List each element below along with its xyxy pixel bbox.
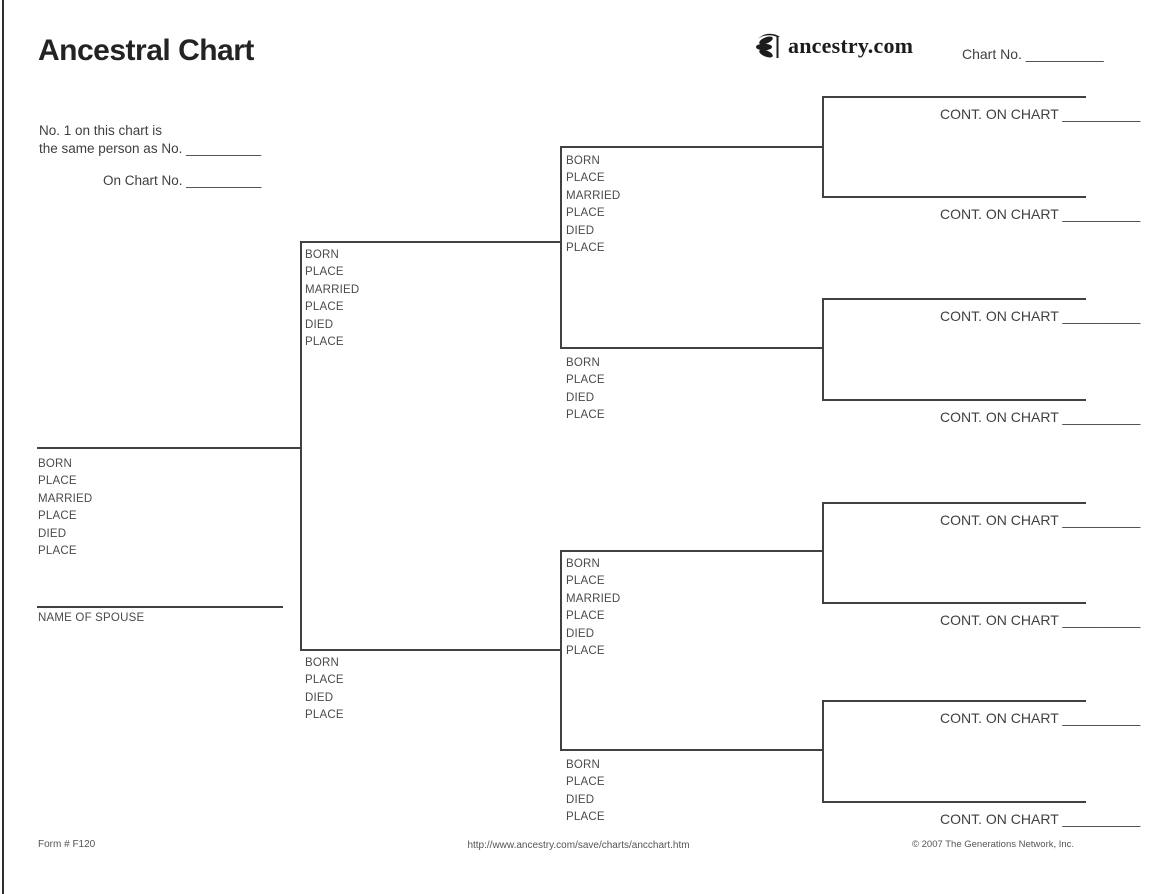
great-grandparent-line-5 [822, 502, 1086, 504]
page-border [2, 0, 4, 894]
page-title: Ancestral Chart [38, 34, 254, 67]
spouse-line [37, 606, 283, 608]
field-label: PLACE [566, 610, 605, 623]
great-grandparent-line-3 [822, 298, 1086, 300]
field-label: PLACE [38, 510, 77, 523]
mother-fields: BORN PLACE DIED PLACE [305, 655, 344, 725]
field-label: DIED [566, 793, 595, 806]
field-label: PLACE [305, 674, 344, 687]
gen4-bracket-3 [822, 502, 824, 603]
field-label: PLACE [305, 266, 344, 279]
ancestry-leaf-icon [753, 30, 785, 62]
gen4-bracket-4 [822, 700, 824, 802]
field-label: PLACE [566, 776, 605, 789]
field-label: PLACE [566, 242, 605, 255]
great-grandparent-line-6 [822, 602, 1086, 604]
paternal-grandmother-line [560, 347, 823, 349]
great-grandparent-line-7 [822, 700, 1086, 702]
gen3-bracket-maternal [560, 550, 562, 750]
cont-on-chart-4: CONT. ON CHART __________ [940, 409, 1141, 425]
person1-line [37, 447, 301, 449]
great-grandparent-line-1 [822, 96, 1086, 98]
chart-no-field: Chart No. __________ [962, 46, 1104, 62]
field-label: BORN [305, 249, 340, 261]
cont-on-chart-6: CONT. ON CHART __________ [940, 612, 1141, 628]
field-label: BORN [305, 657, 340, 669]
cont-on-chart-5: CONT. ON CHART __________ [940, 512, 1141, 528]
cont-on-chart-8: CONT. ON CHART __________ [940, 811, 1141, 827]
field-label: PLACE [566, 575, 605, 588]
maternal-grandfather-fields: BORN PLACE MARRIED PLACE DIED PLACE [566, 556, 620, 660]
field-label: BORN [566, 357, 601, 369]
gen3-bracket-paternal [560, 146, 562, 348]
ancestry-logo-text: ancestry.com [788, 33, 914, 58]
gen4-bracket-2 [822, 298, 824, 400]
great-grandparent-line-4 [822, 399, 1086, 401]
field-label: BORN [566, 759, 601, 771]
chart-note: No. 1 on this chart is the same person a… [39, 122, 261, 157]
field-label: PLACE [38, 545, 77, 558]
mother-line [300, 649, 561, 651]
great-grandparent-line-2 [822, 196, 1086, 198]
note-line-2: the same person as No. __________ [39, 140, 262, 156]
paternal-grandmother-fields: BORN PLACE DIED PLACE [566, 355, 605, 425]
great-grandparent-line-8 [822, 801, 1086, 803]
field-label: PLACE [566, 811, 605, 824]
field-label: PLACE [566, 207, 605, 220]
field-label: MARRIED [305, 283, 360, 296]
cont-on-chart-1: CONT. ON CHART __________ [940, 106, 1141, 122]
ancestry-logo: ancestry.com [753, 30, 913, 62]
cont-on-chart-7: CONT. ON CHART __________ [940, 710, 1141, 726]
field-label: DIED [38, 527, 67, 540]
field-label: PLACE [566, 172, 605, 185]
person1-fields: BORN PLACE MARRIED PLACE DIED PLACE [38, 456, 92, 560]
maternal-grandmother-line [560, 749, 823, 751]
maternal-grandfather-line [560, 550, 823, 552]
maternal-grandmother-fields: BORN PLACE DIED PLACE [566, 757, 605, 827]
note-line-3: On Chart No. __________ [103, 173, 262, 188]
field-label: PLACE [305, 301, 344, 314]
field-label: PLACE [305, 336, 344, 349]
footer-copyright: © 2007 The Generations Network, Inc. [912, 839, 1075, 850]
field-label: PLACE [38, 475, 77, 488]
field-label: DIED [566, 224, 595, 237]
gen4-bracket-1 [822, 96, 824, 197]
note-line-1: No. 1 on this chart is [39, 123, 163, 138]
field-label: MARRIED [566, 189, 621, 202]
field-label: MARRIED [38, 492, 93, 505]
field-label: PLACE [566, 645, 605, 658]
field-label: BORN [38, 458, 73, 470]
field-label: DIED [566, 391, 595, 404]
field-label: BORN [566, 558, 601, 570]
field-label: DIED [305, 691, 334, 704]
form-number: Form # F120 [38, 839, 96, 850]
field-label: PLACE [566, 374, 605, 387]
father-fields: BORN PLACE MARRIED PLACE DIED PLACE [305, 247, 359, 351]
cont-on-chart-2: CONT. ON CHART __________ [940, 206, 1141, 222]
cont-on-chart-3: CONT. ON CHART __________ [940, 308, 1141, 324]
gen2-bracket [300, 241, 302, 650]
paternal-grandfather-line [560, 146, 823, 148]
field-label: BORN [566, 155, 601, 167]
field-label: PLACE [305, 709, 344, 722]
field-label: PLACE [566, 409, 605, 422]
paternal-grandfather-fields: BORN PLACE MARRIED PLACE DIED PLACE [566, 153, 620, 257]
field-label: MARRIED [566, 592, 621, 605]
field-label: DIED [305, 318, 334, 331]
footer-url: http://www.ancestry.com/save/charts/ancc… [467, 840, 690, 851]
father-line [300, 241, 561, 243]
spouse-name-label: NAME OF SPOUSE [38, 612, 145, 624]
field-label: DIED [566, 627, 595, 640]
